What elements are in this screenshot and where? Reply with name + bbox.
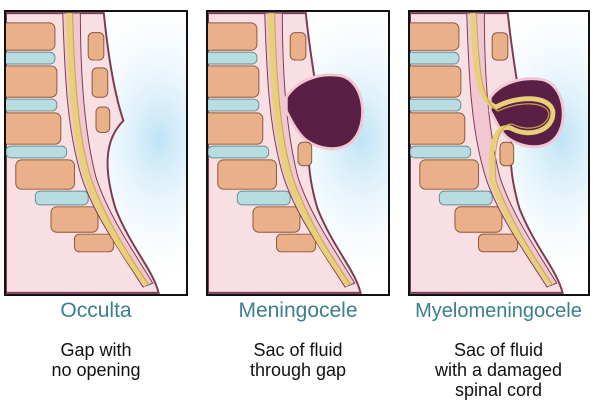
description-line: spinal cord xyxy=(404,380,593,400)
panel-description: Sac of fluid through gap xyxy=(202,340,394,380)
panel-meningocele: Meningocele Sac of fluid through gap xyxy=(202,0,394,406)
spine-illustration-myelomeningocele xyxy=(408,10,590,296)
panel-title: Myelomeningocele xyxy=(404,298,593,324)
description-line: Sac of fluid xyxy=(202,340,394,360)
panel-title: Meningocele xyxy=(202,298,394,324)
description-line: no opening xyxy=(0,360,192,380)
panel-description: Sac of fluid with a damaged spinal cord xyxy=(404,340,593,400)
spine-illustration-occulta xyxy=(4,10,188,296)
description-line: Sac of fluid xyxy=(404,340,593,360)
panel-description: Gap with no opening xyxy=(0,340,192,380)
spine-illustration-meningocele xyxy=(206,10,390,296)
panel-myelomeningocele: Myelomeningocele Sac of fluid with a dam… xyxy=(404,0,593,406)
description-line: with a damaged xyxy=(404,360,593,380)
panel-occulta: Occulta Gap with no opening xyxy=(0,0,192,406)
panel-title: Occulta xyxy=(0,298,192,324)
spine-diagram-occulta xyxy=(6,12,186,294)
spine-diagram-myelomeningocele xyxy=(410,12,588,294)
description-line: through gap xyxy=(202,360,394,380)
spine-diagram-meningocele xyxy=(208,12,388,294)
description-line: Gap with xyxy=(0,340,192,360)
